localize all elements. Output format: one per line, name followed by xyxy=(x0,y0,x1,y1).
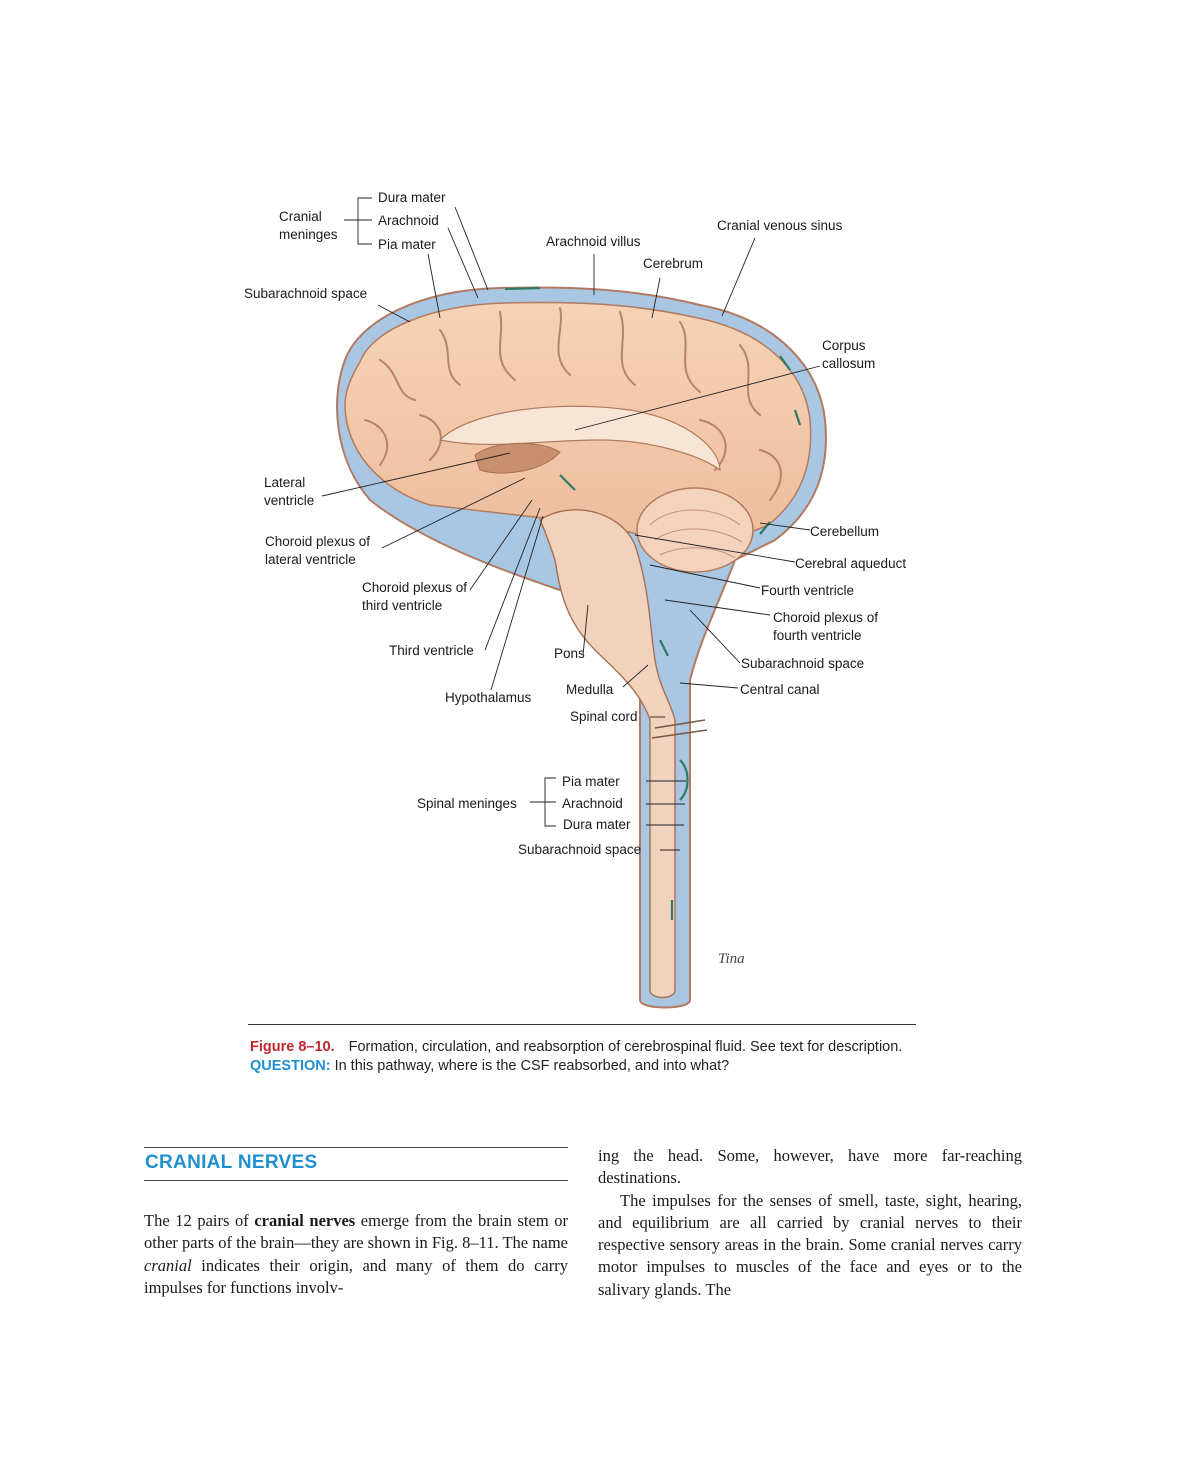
figure-divider xyxy=(248,1024,916,1025)
caption-text: Formation, circulation, and reabsorption… xyxy=(348,1039,903,1055)
text-run: The 12 pairs of xyxy=(144,1211,255,1230)
label-cerebrum: Cerebrum xyxy=(643,256,704,271)
label-choroid-plexus-third: Choroid plexus of third ventricle xyxy=(362,580,468,613)
label-subarachnoid-space-top: Subarachnoid space xyxy=(244,286,368,301)
right-column-text: ing the head. Some, however, have more f… xyxy=(598,1145,1022,1301)
label-central-canal: Central canal xyxy=(740,682,820,697)
label-third-ventricle: Third ventricle xyxy=(389,643,474,658)
caption-number: Figure 8–10. xyxy=(250,1039,335,1055)
left-paragraph: The 12 pairs of cranial nerves emerge fr… xyxy=(144,1210,568,1299)
lateral-ventricle-shape xyxy=(474,442,561,474)
label-choroid-plexus-lateral: Choroid plexus of lateral ventricle xyxy=(265,534,371,567)
text-run: indicates their origin, and many of them… xyxy=(144,1255,568,1297)
csf-flow-arrows xyxy=(504,286,802,920)
csf-circulation-figure: Tina xyxy=(321,197,827,1009)
label-pons: Pons xyxy=(554,646,585,661)
label-cranial-venous-sinus: Cranial venous sinus xyxy=(717,218,843,233)
corpus-callosum-shape xyxy=(438,405,721,472)
label-fourth-ventricle: Fourth ventricle xyxy=(761,583,855,598)
term-cranial: cranial xyxy=(144,1255,192,1275)
label-cerebellum: Cerebellum xyxy=(810,524,880,539)
label-arachnoid-villus: Arachnoid villus xyxy=(546,234,641,249)
label-subarachnoid-space-spinal: Subarachnoid space xyxy=(518,842,642,857)
label-hypothalamus: Hypothalamus xyxy=(445,690,532,705)
label-dura-mater-spinal: Dura mater xyxy=(563,817,631,832)
label-choroid-plexus-fourth: Choroid plexus of fourth ventricle xyxy=(773,610,879,643)
label-corpus-callosum: Corpus callosum xyxy=(822,338,876,371)
right-paragraph-2: The impulses for the senses of smell, ta… xyxy=(598,1190,1022,1299)
label-cerebral-aqueduct: Cerebral aqueduct xyxy=(795,556,907,571)
right-paragraph-1: ing the head. Some, however, have more f… xyxy=(598,1146,1022,1188)
label-dura-mater-top: Dura mater xyxy=(378,190,446,205)
label-subarachnoid-space-right: Subarachnoid space xyxy=(741,656,865,671)
label-medulla: Medulla xyxy=(566,682,614,697)
illustrator-signature: Tina xyxy=(718,951,745,967)
section-rule-top xyxy=(144,1147,568,1148)
gyri-lines xyxy=(364,307,782,501)
label-cranial-meninges: Cranial meninges xyxy=(279,209,338,242)
brainstem-shape xyxy=(539,509,676,999)
label-spinal-meninges: Spinal meninges xyxy=(417,796,517,811)
label-arachnoid-top: Arachnoid xyxy=(378,213,439,228)
spinal-cut-mark xyxy=(651,719,708,739)
label-pia-mater-top: Pia mater xyxy=(378,237,436,252)
caption-question-label: QUESTION: xyxy=(250,1058,331,1074)
text-run: emerge from the brain stem or other part… xyxy=(144,1211,569,1253)
left-column-text: The 12 pairs of cranial nerves emerge fr… xyxy=(144,1210,568,1299)
label-lateral-ventricle: Lateral ventricle xyxy=(264,475,315,508)
caption-question-text: In this pathway, where is the CSF reabso… xyxy=(334,1058,730,1074)
leader-lines xyxy=(321,197,821,851)
term-cranial-nerves: cranial nerves xyxy=(254,1211,356,1230)
label-arachnoid-spinal: Arachnoid xyxy=(562,796,623,811)
label-pia-mater-spinal: Pia mater xyxy=(562,774,620,789)
figure-caption: Figure 8–10. Formation, circulation, and … xyxy=(250,1038,930,1076)
cerebellum-shape xyxy=(636,487,754,573)
label-spinal-cord: Spinal cord xyxy=(570,709,638,724)
section-title: CRANIAL NERVES xyxy=(145,1152,318,1173)
section-rule-bottom xyxy=(144,1180,568,1181)
